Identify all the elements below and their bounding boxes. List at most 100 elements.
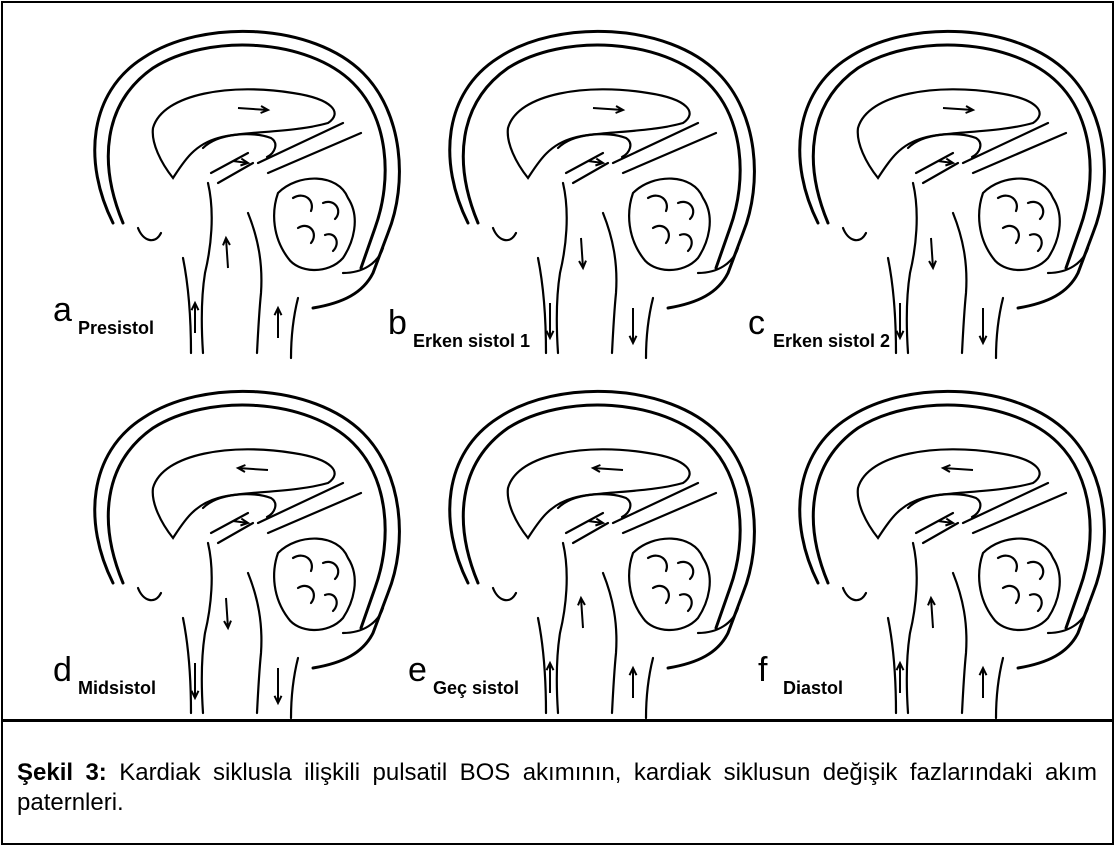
dura-inner: [108, 45, 385, 268]
flow-arrow-icon: [980, 308, 987, 343]
panel-letter: a: [53, 293, 72, 327]
flow-arrow-icon: [275, 308, 282, 338]
flow-arrow-icon: [943, 106, 973, 113]
brain-illustration-a: [43, 13, 403, 363]
cerebellum-folia: [293, 556, 338, 611]
brainstem-anterior: [907, 183, 917, 353]
panel-letter: b: [388, 306, 407, 340]
panel-label: Diastol: [783, 678, 843, 698]
spinal-canal-back: [646, 658, 653, 718]
panel-letter: f: [758, 653, 767, 687]
pituitary: [138, 588, 161, 600]
spinal-canal-front: [183, 258, 191, 353]
figure-divider: [3, 719, 1112, 722]
flow-arrow-icon: [192, 303, 199, 333]
skull-outline: [800, 391, 1105, 668]
dura-inner: [463, 405, 740, 628]
cerebellum: [979, 179, 1060, 270]
flow-arrow-icon: [980, 668, 987, 698]
panel-letter: c: [748, 306, 765, 340]
ventricle: [908, 494, 980, 517]
skull-outline: [95, 31, 400, 308]
panel-label: Erken sistol 1: [413, 331, 530, 351]
flow-arrow-icon: [547, 303, 554, 338]
pituitary: [843, 228, 866, 240]
aqueduct: [916, 153, 958, 183]
skull-outline: [450, 391, 755, 668]
aqueduct: [211, 153, 253, 183]
flow-arrow-icon: [630, 308, 637, 343]
cerebellum: [274, 179, 355, 270]
brain-illustration-d: [43, 373, 403, 723]
ventricle: [203, 494, 275, 517]
brainstem-anterior: [557, 183, 567, 353]
brainstem-posterior: [953, 573, 966, 713]
spinal-canal-back: [996, 298, 1003, 358]
spinal-canal-front: [888, 618, 896, 713]
flow-arrow-icon: [593, 465, 623, 472]
flow-arrow-icon: [943, 465, 973, 472]
dura-inner: [813, 45, 1090, 268]
dura-inner: [108, 405, 385, 628]
pituitary: [493, 588, 516, 600]
ventricle: [558, 494, 630, 517]
flow-arrow-icon: [928, 598, 935, 628]
figure-area: aPresistolbErken sistol 1cErken sistol 2…: [3, 3, 1112, 719]
brainstem-posterior: [603, 573, 616, 713]
flow-arrow-icon: [224, 598, 231, 628]
brainstem-posterior: [953, 213, 966, 353]
flow-arrow-icon: [238, 106, 268, 113]
brain-illustration-e: [398, 373, 758, 723]
cerebellum-folia: [648, 556, 693, 611]
spinal-canal-front: [538, 258, 546, 353]
flow-arrow-icon: [578, 598, 585, 628]
brainstem-anterior: [202, 183, 212, 353]
panel-label: Geç sistol: [433, 678, 519, 698]
cerebellum: [629, 179, 710, 270]
dura-inner: [813, 405, 1090, 628]
flow-arrow-icon: [238, 465, 268, 472]
cerebellum: [629, 539, 710, 630]
skull-outline: [95, 391, 400, 668]
pituitary: [493, 228, 516, 240]
caption-label: Şekil 3:: [17, 759, 107, 786]
figure-caption: Şekil 3: Kardiak siklusla ilişkili pulsa…: [17, 758, 1097, 818]
cerebellum: [979, 539, 1060, 630]
brainstem-posterior: [603, 213, 616, 353]
skull-outline: [450, 31, 755, 308]
brainstem-anterior: [907, 543, 917, 713]
spinal-canal-back: [996, 658, 1003, 718]
cerebellum-folia: [998, 196, 1043, 251]
panel-letter: e: [408, 653, 427, 687]
brainstem-posterior: [248, 573, 261, 713]
brain-illustration-f: [748, 373, 1108, 723]
spinal-canal-back: [291, 658, 298, 718]
cerebellum-folia: [648, 196, 693, 251]
flow-arrow-icon: [275, 668, 282, 703]
spinal-canal-back: [291, 298, 298, 358]
ventricle: [558, 134, 630, 157]
ventricle: [203, 134, 275, 157]
figure-panel-b: bErken sistol 1: [398, 13, 758, 363]
figure-panel-a: aPresistol: [43, 13, 403, 363]
panel-label: Erken sistol 2: [773, 331, 890, 351]
flow-arrow-icon: [223, 238, 230, 268]
flow-arrow-icon: [929, 238, 936, 268]
spinal-canal-front: [183, 618, 191, 713]
brain-illustration-b: [398, 13, 758, 363]
caption-text: Kardiak siklusla ilişkili pulsatil BOS a…: [17, 759, 1097, 816]
pituitary: [843, 588, 866, 600]
cerebellum-folia: [998, 556, 1043, 611]
dura-inner: [463, 45, 740, 268]
aqueduct: [211, 513, 253, 543]
brainstem-anterior: [202, 543, 212, 713]
brainstem-posterior: [248, 213, 261, 353]
pituitary: [138, 228, 161, 240]
flow-arrow-icon: [192, 663, 199, 698]
spinal-canal-back: [646, 298, 653, 358]
aqueduct: [566, 153, 608, 183]
flow-arrow-icon: [579, 238, 586, 268]
